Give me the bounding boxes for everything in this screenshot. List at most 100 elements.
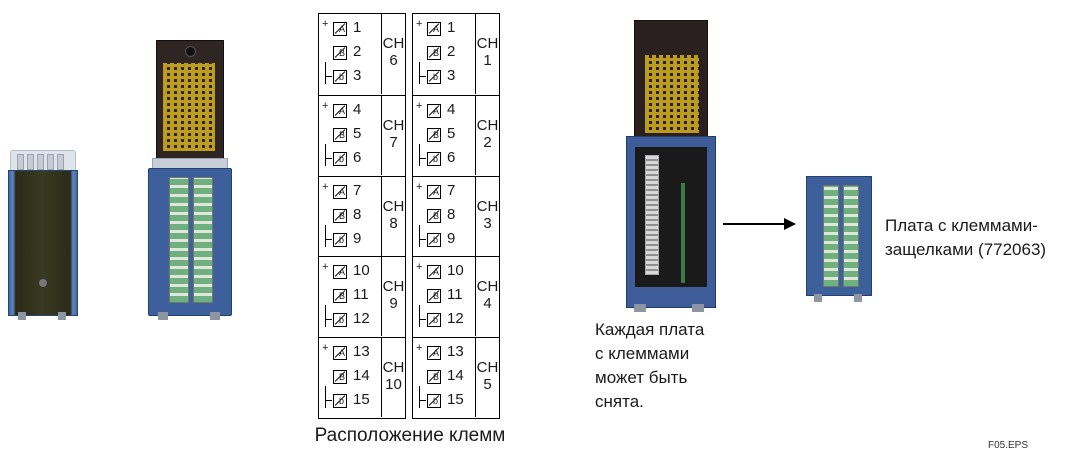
channel-number: 1 — [483, 52, 492, 69]
terminal-number: 4 — [353, 100, 362, 118]
terminal-row: A+13 — [413, 342, 475, 364]
terminal-symbol-letter: A — [433, 24, 440, 34]
terminal-symbol-letter: b — [339, 315, 345, 326]
terminal-row: A+10 — [413, 261, 475, 283]
terminal-number: 6 — [447, 148, 456, 166]
channel-number: 9 — [389, 295, 398, 313]
channel-number: 10 — [385, 376, 402, 394]
plus-sign: + — [416, 18, 423, 30]
terminal-symbol-letter: b — [433, 234, 439, 245]
terminal-row: B 14 — [413, 366, 475, 388]
terminal-symbol-icon: A+ — [416, 18, 441, 36]
terminal-number: 3 — [353, 67, 362, 84]
plus-sign: + — [322, 180, 329, 193]
channel-prefix: CH — [382, 359, 405, 377]
board-label: Плата с клеммами- защелками (772063) — [885, 216, 1047, 259]
terminal-number: 2 — [353, 43, 362, 60]
terminal-number: 14 — [447, 367, 464, 385]
terminal-symbol-icon: b — [333, 313, 347, 328]
module-board-removed-photo — [620, 20, 720, 312]
channel-number: 7 — [389, 133, 398, 151]
terminal-row: A+ 1 — [319, 18, 381, 40]
channel-prefix: CH — [476, 359, 499, 377]
terminal-number: 6 — [353, 148, 362, 166]
terminal-symbol-icon: A+ — [416, 181, 441, 199]
terminal-row: A+1 — [413, 18, 475, 40]
plus-sign: + — [322, 18, 329, 30]
terminal-number: 1 — [353, 19, 362, 36]
terminal-symbol-icon: b — [333, 70, 347, 84]
terminal-symbol-letter: A — [433, 105, 440, 116]
terminal-number: 1 — [447, 19, 456, 36]
channel-number: 8 — [389, 214, 398, 232]
terminal-row: A+13 — [319, 342, 381, 364]
terminal-block-right — [843, 185, 859, 287]
terminal-symbol-letter: B — [433, 48, 440, 58]
terminal-symbol-letter: B — [433, 372, 440, 383]
channel-prefix: CH — [382, 35, 405, 52]
arrow-line — [723, 223, 787, 225]
terminal-number: 12 — [353, 310, 370, 328]
terminal-row: A+10 — [319, 261, 381, 283]
terminal-symbol-icon: B — [427, 46, 441, 60]
terminal-number: 7 — [353, 181, 362, 199]
terminal-symbol-letter: b — [339, 153, 345, 164]
terminal-symbol-letter: b — [433, 72, 439, 82]
removable-terminal-board-photo — [806, 176, 872, 304]
plus-sign: + — [416, 180, 423, 193]
terminal-number: 15 — [447, 391, 464, 409]
terminal-number: 10 — [447, 262, 464, 280]
terminal-symbol-icon: B — [427, 370, 441, 385]
terminal-symbol-letter: B — [339, 129, 346, 140]
terminal-number: 13 — [447, 343, 464, 361]
module-terminal-body — [148, 168, 232, 316]
terminal-row: A+7 — [413, 181, 475, 203]
terminal-symbol-icon: b — [427, 313, 441, 328]
terminal-symbol-icon: b — [427, 232, 441, 247]
terminal-symbol-letter: b — [339, 396, 345, 407]
channel-number: 5 — [483, 376, 492, 394]
module-empty-frame — [626, 136, 716, 308]
terminal-symbol-icon: B — [427, 289, 441, 304]
module-front-cover — [8, 170, 78, 316]
terminal-symbol-letter: B — [339, 372, 346, 383]
module-screw — [38, 278, 48, 288]
terminal-symbol-icon: b — [333, 232, 347, 247]
terminal-number: 2 — [447, 43, 456, 60]
channel-prefix: CH — [382, 278, 405, 296]
terminal-row: B 11 — [413, 285, 475, 307]
terminal-number: 10 — [353, 262, 370, 280]
terminal-symbol-icon: b — [333, 151, 347, 166]
terminal-symbol-icon: B — [333, 289, 347, 304]
channel-prefix: CH — [476, 35, 499, 52]
channel-prefix: CH — [382, 116, 405, 134]
terminal-number: 11 — [447, 286, 463, 304]
plus-sign: + — [322, 342, 329, 355]
connector-pins — [645, 155, 659, 275]
terminal-symbol-icon: A+ — [322, 18, 347, 36]
terminal-symbol-icon: B — [333, 370, 347, 385]
terminal-symbol-letter: B — [339, 210, 346, 221]
channel-number: 6 — [389, 52, 398, 69]
